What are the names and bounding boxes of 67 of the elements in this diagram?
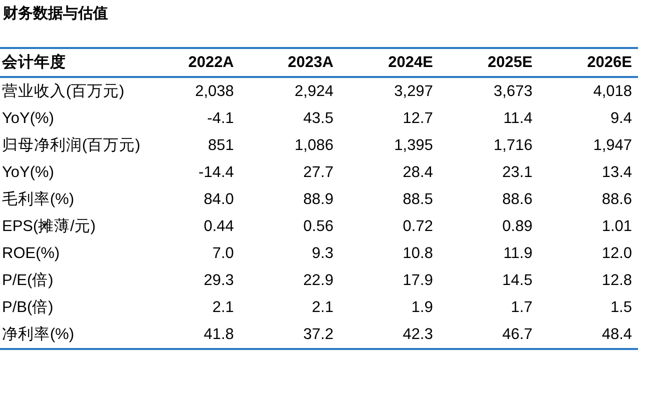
table-cell-text: 1.5 <box>609 298 633 318</box>
table-cell-text: 0.44 <box>202 216 235 236</box>
table-cell-text: 851 <box>207 136 235 156</box>
column-header: 2024E <box>339 48 439 77</box>
row-header: 营业收入(百万元) <box>0 77 140 105</box>
table-cell-text: 17.9 <box>402 270 434 290</box>
table-cell-text: 22.9 <box>302 270 334 290</box>
table-title: 财务数据与估值 <box>3 4 108 23</box>
table-cell-text: 2.1 <box>310 298 334 318</box>
table-cell-text: 88.5 <box>402 190 434 210</box>
column-header: 2022A <box>140 48 240 77</box>
row-header: YoY(%) <box>1 108 55 128</box>
table-cell: 4,018 <box>538 77 638 105</box>
table-cell-text: 11.9 <box>502 244 534 264</box>
table-cell-text: 0.72 <box>402 216 434 236</box>
table-cell-text: 0.56 <box>302 216 334 236</box>
table-cell-text: 88.6 <box>501 190 534 210</box>
table-cell-text: 14.5 <box>501 270 534 290</box>
table-cell-text: -14.4 <box>198 162 235 182</box>
column-header: 2025E <box>438 48 538 77</box>
table-cell: 42.3 <box>339 321 439 349</box>
table-cell-text: 27.7 <box>302 162 334 182</box>
table-cell-text: 1,947 <box>592 136 633 156</box>
table-cell-text: 0.89 <box>501 216 534 236</box>
table-cell-text: 1.9 <box>410 298 434 318</box>
table-cell-text: 43.5 <box>302 108 334 128</box>
table-cell: 48.4 <box>538 321 638 349</box>
table-cell-text: 23.1 <box>501 162 534 182</box>
table-cell-text: 2.1 <box>211 298 235 318</box>
table-cell-text: 88.6 <box>600 190 633 210</box>
table-cell-text: 88.9 <box>302 190 334 210</box>
table-cell-text: 1.7 <box>510 298 534 318</box>
table-cell-text: -4.1 <box>206 108 235 128</box>
table-cell-text: 1,086 <box>294 136 334 156</box>
table-cell-text: 1,395 <box>393 136 434 156</box>
row-header: 毛利率(%) <box>1 190 76 210</box>
table-cell-text: 11.4 <box>502 108 534 128</box>
table-cell-text: 12.8 <box>600 270 633 290</box>
row-header: ROE(%) <box>1 244 61 264</box>
column-header: 2023A <box>240 48 340 77</box>
table-cell-text: 84.0 <box>202 190 235 210</box>
table-cell-text: 1.01 <box>600 216 633 236</box>
table-cell-text: 7.0 <box>211 244 235 264</box>
table-cell-text: 29.3 <box>202 270 235 290</box>
table-cell-text: 9.4 <box>609 108 633 128</box>
table-cell-text: 10.8 <box>402 244 434 264</box>
table-cell: 3,297 <box>339 77 439 105</box>
table-cell-text: 12.7 <box>402 108 434 128</box>
table-cell: 37.2 <box>240 321 340 349</box>
table-cell: 2,038 <box>140 77 240 105</box>
row-header: P/B(倍) <box>1 298 54 318</box>
row-header: EPS(摊薄/元) <box>1 217 97 237</box>
table-cell-text: 28.4 <box>402 162 434 182</box>
table-cell-text: 9.3 <box>310 244 334 264</box>
table-cell: 46.7 <box>438 321 538 349</box>
column-header: 会计年度 <box>0 48 140 77</box>
table-cell-text: 13.4 <box>600 162 633 182</box>
table-cell: 41.8 <box>140 321 240 349</box>
column-header: 2026E <box>538 48 638 77</box>
table-cell-text: 12.0 <box>600 244 633 264</box>
row-header: P/E(倍) <box>1 271 54 291</box>
row-header: 归母净利润(百万元) <box>1 136 140 156</box>
table-cell: 3,673 <box>438 77 538 105</box>
row-header: YoY(%) <box>1 162 55 182</box>
table-cell-text: 1,716 <box>492 136 534 156</box>
table-cell: 2,924 <box>240 77 340 105</box>
row-header: 净利率(%) <box>0 321 140 349</box>
